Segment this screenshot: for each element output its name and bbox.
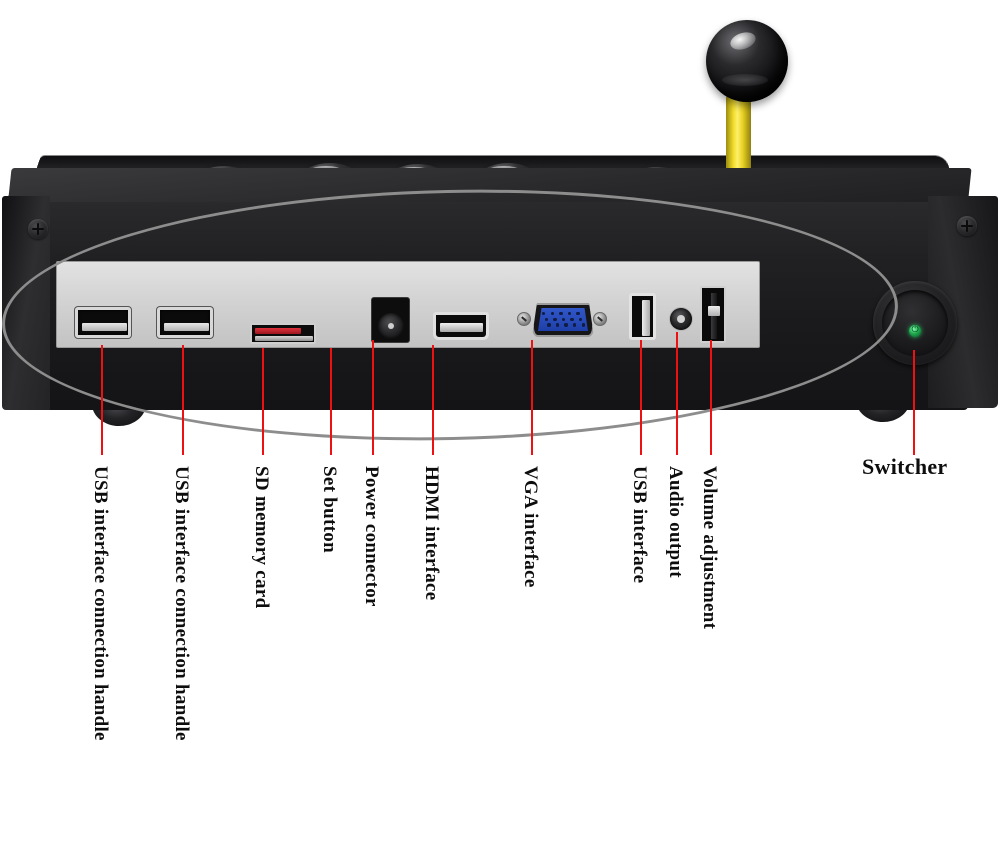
dc-jack-pin — [387, 323, 394, 329]
vga-thumbscrew-icon — [593, 312, 607, 326]
callout-label-sd-memory-card: SD memory card — [251, 466, 272, 609]
sd-card-slot[interactable] — [250, 323, 316, 344]
vga-port[interactable] — [517, 300, 607, 340]
vga-thumbscrew-icon — [517, 312, 531, 326]
callout-label-set-button: Set button — [319, 466, 340, 553]
callout-label-switcher: Switcher — [862, 454, 948, 479]
leader-line-volume-adjustment — [710, 340, 712, 455]
hdmi-port[interactable] — [433, 312, 489, 340]
phillips-screw-icon — [28, 219, 48, 239]
audio-out[interactable] — [670, 308, 692, 330]
leader-line-sd-memory-card — [262, 348, 264, 455]
callout-label-usb-interface: USB interface — [629, 466, 650, 584]
leader-line-hdmi-interface — [432, 345, 434, 455]
leader-line-usb-handle-1 — [101, 345, 103, 455]
leader-line-audio-output — [676, 332, 678, 455]
callout-label-volume-adjustment: Volume adjustment — [699, 466, 720, 630]
power-switcher-inner — [882, 290, 948, 356]
dc-power-jack[interactable] — [371, 297, 410, 343]
phillips-screw-icon — [957, 216, 977, 236]
power-led-icon — [909, 324, 921, 337]
callout-label-usb-handle-2: USB interface connection handle — [171, 466, 192, 741]
callout-label-power-connector: Power connector — [361, 466, 382, 607]
volume-knob[interactable] — [700, 286, 726, 343]
leader-line-switcher — [913, 350, 915, 455]
leader-line-power-connector — [372, 340, 374, 455]
joystick-ball-top[interactable] — [706, 20, 788, 102]
usb-a-left[interactable] — [75, 307, 131, 338]
leader-line-usb-handle-2 — [182, 345, 184, 455]
power-switcher-button[interactable] — [873, 281, 957, 365]
callout-label-vga-interface: VGA interface — [520, 466, 541, 588]
vga-pin-grid — [542, 312, 585, 328]
leader-line-set-button — [330, 348, 332, 455]
callout-label-audio-output: Audio output — [665, 466, 686, 578]
joystick-shaft[interactable] — [726, 96, 751, 174]
usb-a-right[interactable] — [157, 307, 213, 338]
callout-label-usb-handle-1: USB interface connection handle — [90, 466, 111, 741]
device-top-bevel — [8, 168, 972, 202]
leader-line-usb-interface — [640, 340, 642, 455]
usb-vertical[interactable] — [629, 293, 656, 340]
callout-label-hdmi-interface: HDMI interface — [421, 466, 442, 601]
leader-line-vga-interface — [531, 340, 533, 455]
